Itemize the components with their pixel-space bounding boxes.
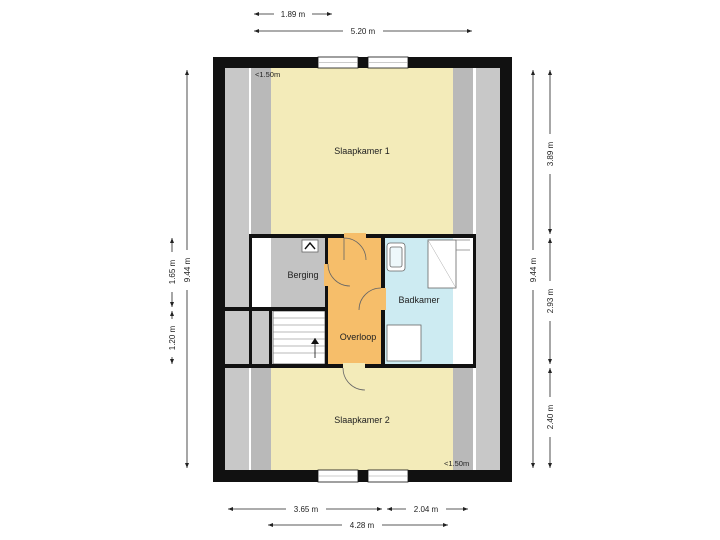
label-slaapkamer-1: Slaapkamer 1 [334, 146, 390, 156]
low-height-zone-left-middle [225, 311, 269, 364]
note-low-height-bottom: <1.50m [444, 459, 469, 468]
dimension-right-2-label: 2.93 m [546, 288, 555, 313]
dimension-top-2: 5.20 m [254, 26, 472, 36]
dimension-right-outer: 9.44 m [527, 70, 539, 468]
sloped-strip-left-top [251, 68, 271, 234]
note-low-height-top: <1.50m [255, 70, 280, 79]
dimension-top-2-label: 5.20 m [351, 27, 376, 36]
label-badkamer: Badkamer [398, 295, 439, 305]
dimension-bottom-2: 2.04 m [387, 504, 468, 514]
windows-top [317, 56, 409, 69]
sloped-strip-right-bottom [453, 368, 473, 470]
dimension-left-1-label: 1.65 m [168, 259, 177, 284]
dimension-left-2-label: 1.20 m [168, 325, 177, 350]
dimension-left-1: 1.65 m [166, 238, 178, 307]
label-overloop: Overloop [340, 332, 377, 342]
bathroom-fixtures [386, 239, 470, 362]
staircase [272, 310, 326, 365]
stair-arrow-icon [311, 338, 319, 344]
dimension-right-2: 2.93 m [544, 238, 556, 364]
dimension-right-3-label: 2.40 m [546, 404, 555, 429]
windows-bottom [317, 469, 409, 483]
label-berging: Berging [287, 270, 318, 280]
doors [324, 233, 386, 391]
label-slaapkamer-2: Slaapkamer 2 [334, 415, 390, 425]
dimension-bottom-3: 4.28 m [268, 520, 448, 530]
low-height-zone-left-bottom [225, 368, 249, 470]
dimension-right-outer-label: 9.44 m [529, 257, 538, 282]
dimension-right-1: 3.89 m [544, 70, 556, 234]
dimension-right-1-label: 3.89 m [546, 141, 555, 166]
dimension-top-1-label: 1.89 m [281, 10, 306, 19]
room-slaapkamer-2 [271, 368, 453, 470]
dimension-right-3: 2.40 m [544, 368, 556, 468]
dimension-bottom-1-label: 3.65 m [294, 505, 319, 514]
sloped-strip-right-top [453, 68, 473, 234]
dimension-bottom-3-label: 4.28 m [350, 521, 375, 530]
toilet-icon [386, 324, 422, 362]
dimension-bottom-2-label: 2.04 m [414, 505, 439, 514]
low-height-zone-left-top [225, 68, 249, 307]
sloped-strip-left-bottom [251, 368, 271, 470]
dimension-bottom-1: 3.65 m [228, 504, 382, 514]
room-slaapkamer-1 [271, 68, 453, 234]
boiler-icon [301, 239, 319, 253]
dimension-top-1: 1.89 m [254, 9, 332, 19]
dimension-left-outer: 9.44 m [181, 70, 193, 468]
room-overloop [327, 238, 381, 364]
dimension-left-outer-label: 9.44 m [183, 257, 192, 282]
low-height-zone-right [476, 68, 500, 470]
dimension-left-2: 1.20 m [166, 311, 178, 364]
